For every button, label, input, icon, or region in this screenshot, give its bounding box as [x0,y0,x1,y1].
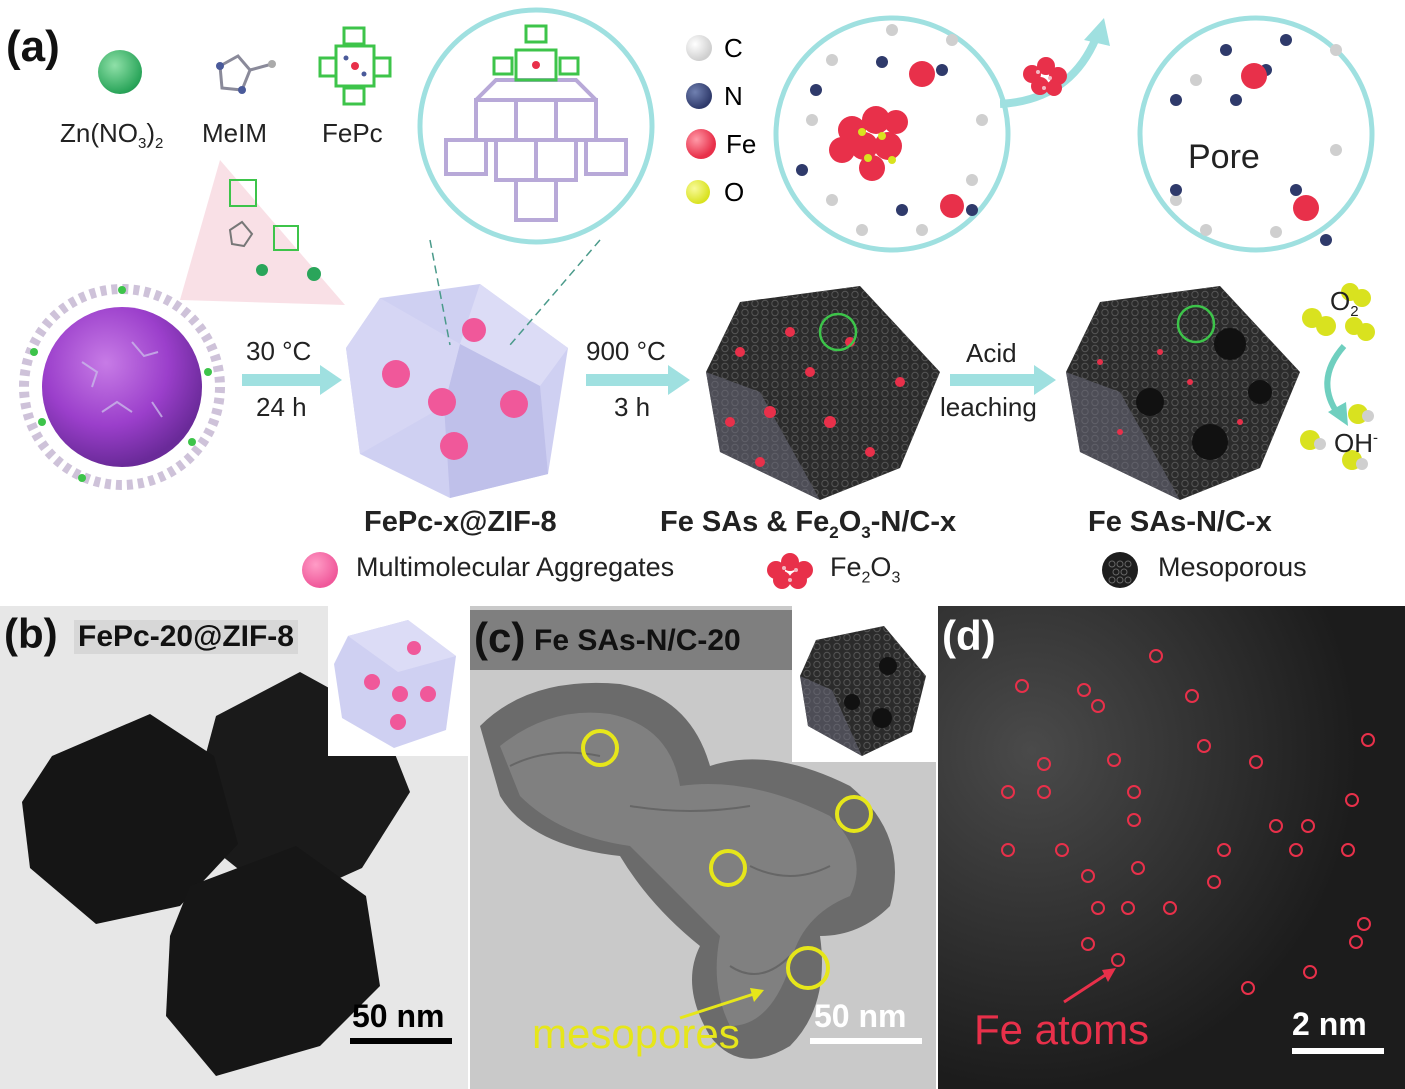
legend-fe2o3-icon [767,553,813,589]
fe-sas-fe2o3-particle [706,286,940,500]
step2-temperature: 900 °C [586,336,666,366]
arrow-step1-icon [242,365,342,395]
precursor-wedge [180,160,345,305]
panel-c-particles [480,682,895,1059]
nitrogen-atom-icon [686,83,712,109]
zn-nitrate-sphere [98,50,142,94]
panel-b-title: FePc-20@ZIF-8 [74,620,298,654]
panel-b-label: (b) [4,610,58,657]
product-fe-sas-fe2o3-label: Fe SAs & Fe2O3-N/C-x [660,506,957,542]
oxygen-atom-icon [686,180,710,204]
panel-d-haadf-image: Fe atoms 2 nm [938,606,1405,1089]
legend-mesoporous-icon [1102,552,1138,588]
panel-d-label: (d) [942,612,996,659]
iron-atom-icon [686,129,716,159]
atom-legend: C N Fe O [686,24,766,216]
arrow-step2-icon [586,365,690,395]
zif8-framework-zoom [417,7,655,245]
pore-label: Pore [1188,138,1260,176]
panel-b-inset [328,606,468,756]
panel-c-label: (c) [474,614,526,661]
oh-molecules-icon [1300,404,1374,470]
legend-aggregates-label: Multimolecular Aggregates [356,552,675,582]
panel-c-inset [792,606,936,762]
atom-legend-nitrogen: N [686,72,766,120]
melm-molecule-icon [216,54,276,94]
panel-d-scalebar [1292,1048,1384,1054]
step3-leaching-label: leaching [940,392,1037,422]
atom-legend-carbon: C [686,24,766,72]
legend-mesoporous-label: Mesoporous [1158,552,1307,582]
panel-d-fe-atoms-label: Fe atoms [974,1006,1150,1053]
panel-b-inset-crystal [334,620,456,748]
fepc-molecule-icon [318,26,392,106]
panel-d-scale-label: 2 nm [1292,1006,1367,1042]
zif8-seed-particle [19,284,225,490]
fepc-label: FePc [322,118,383,148]
arrow-step3-icon [950,365,1056,395]
legend-aggregates-icon [302,552,338,588]
oh-label: OH- [1334,428,1378,458]
panel-b-scale-label: 50 nm [352,998,445,1034]
removed-fe2o3-cluster-icon [1023,57,1067,96]
atom-legend-iron: Fe [686,120,766,168]
melm-label: MeIM [202,118,267,148]
pore-zoom [1137,15,1375,253]
step1-temperature: 30 °C [246,336,312,366]
panel-b-tem-image: 50 nm [0,606,468,1089]
step3-acid-label: Acid [966,338,1017,368]
product-fe-sas-nc-label: Fe SAs-N/C-x [1088,506,1272,538]
step2-time: 3 h [614,392,651,422]
step1-time: 24 h [256,392,307,422]
fe-sas-nc-particle [1066,286,1300,500]
fepc-zif8-crystal [346,284,568,498]
panel-c-scalebar [810,1038,922,1044]
panel-c-tem-image: mesopores 50 nm [470,606,936,1089]
panel-c-inset-particle [800,626,926,756]
o2-molecules-icon [1302,283,1375,341]
reaction-arrow-icon [1324,344,1348,426]
panel-d-atoms [938,606,1405,1089]
panel-a-label: (a) [6,22,60,71]
panel-c-scale-label: 50 nm [814,998,907,1034]
fe2o3-zoom [773,15,1011,253]
o2-label: O2 [1330,286,1359,321]
product-fepc-zif8-label: FePc-x@ZIF-8 [364,506,557,538]
panel-c-title: Fe SAs-N/C-20 [534,624,741,657]
zn-nitrate-label: Zn(NO3)2 [60,118,164,153]
zoom-connector-lines [429,239,601,346]
panel-c-mesopores-label: mesopores [532,1010,740,1057]
panel-c-header [470,610,792,670]
panel-b-scalebar [350,1038,452,1044]
legend-fe2o3-label: Fe2O3 [830,552,901,587]
panel-c-mesopore-markers [581,729,873,1020]
atom-legend-oxygen: O [686,168,766,216]
carbon-atom-icon [686,35,712,61]
